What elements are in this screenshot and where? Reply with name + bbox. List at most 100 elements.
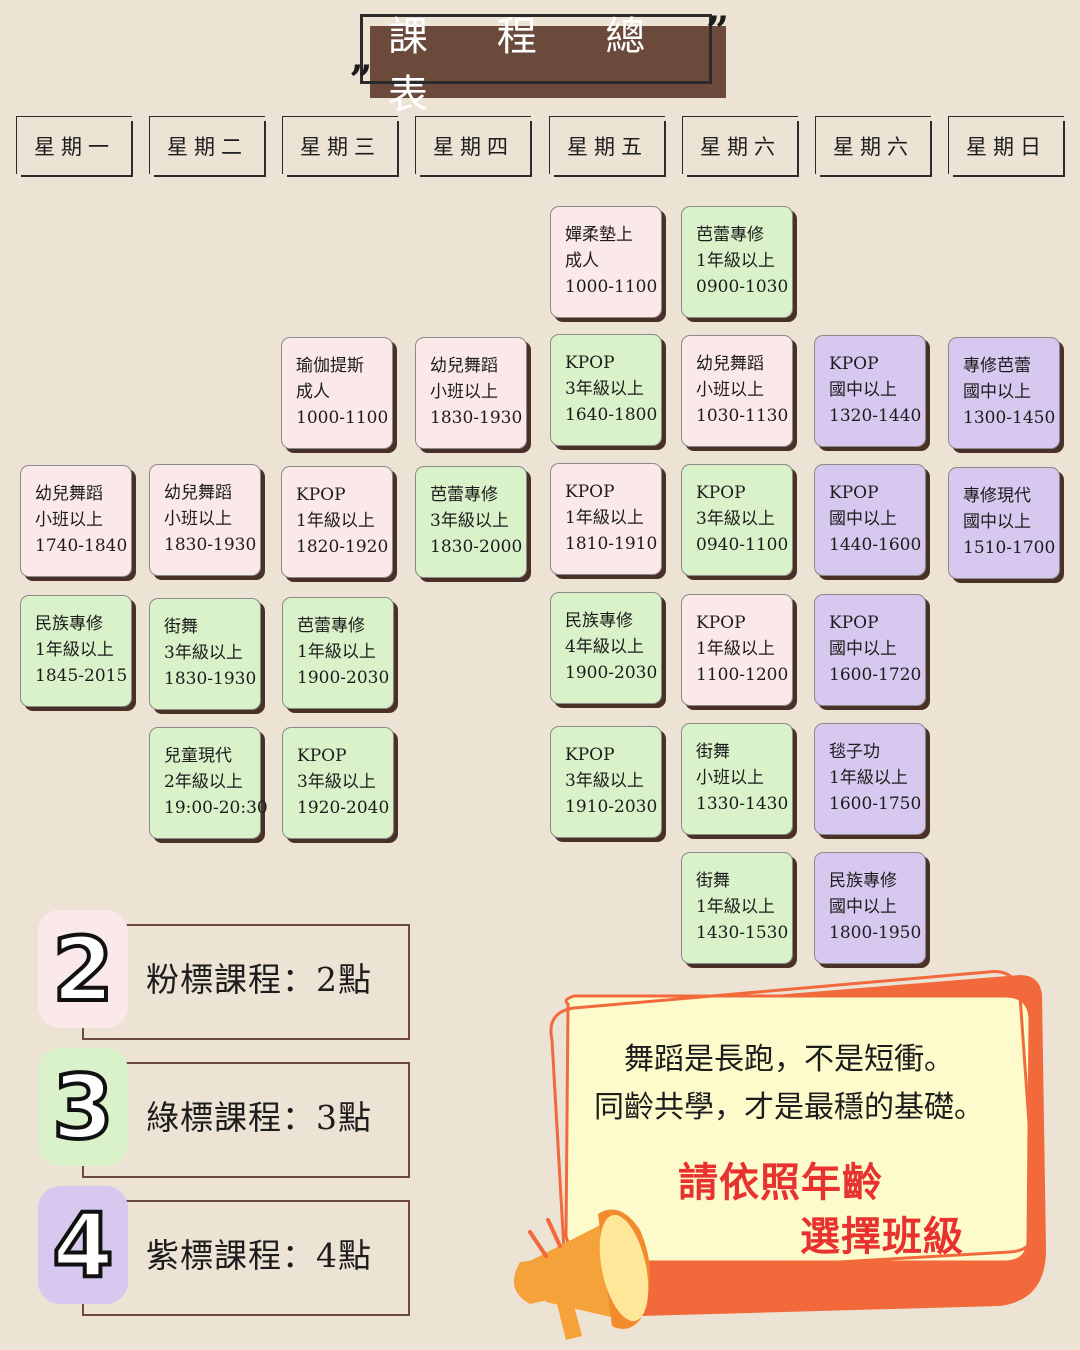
course-name: 民族專修: [565, 611, 633, 631]
course-name: KPOP: [829, 613, 879, 633]
course-time: 1440-1600: [829, 535, 922, 555]
course-card[interactable]: KPOP 國中以上 1440-1600: [814, 464, 926, 576]
course-level: 3年級以上: [565, 379, 644, 399]
course-name: 民族專修: [829, 871, 897, 891]
course-time: 1100-1200: [696, 665, 789, 685]
course-card[interactable]: 街舞 1年級以上 1430-1530: [681, 852, 793, 964]
course-time: 1800-1950: [829, 923, 922, 943]
course-name: KPOP: [696, 483, 746, 503]
course-time: 1900-2030: [297, 668, 390, 688]
course-level: 國中以上: [963, 512, 1031, 532]
course-card[interactable]: 街舞 小班以上 1330-1430: [681, 723, 793, 835]
course-name: 芭蕾專修: [430, 485, 498, 505]
course-name: KPOP: [565, 482, 615, 502]
course-level: 3年級以上: [696, 509, 775, 529]
page-title: 課 程 總 表: [388, 14, 674, 118]
course-card[interactable]: KPOP 1年級以上 1810-1910: [550, 463, 662, 575]
course-level: 1年級以上: [696, 251, 775, 271]
course-card[interactable]: 專修現代 國中以上 1510-1700: [948, 467, 1060, 579]
course-level: 國中以上: [829, 380, 897, 400]
course-card[interactable]: 民族專修 1年級以上 1845-2015: [20, 595, 132, 707]
day-header-sunday: 星期日: [948, 116, 1065, 177]
course-card[interactable]: 民族專修 4年級以上 1900-2030: [550, 592, 662, 704]
course-name: 幼兒舞蹈: [696, 354, 764, 374]
day-header-tuesday: 星期二: [149, 116, 266, 177]
course-name: KPOP: [296, 485, 346, 505]
legend-label-green: 綠標課程：3點: [146, 1098, 372, 1137]
notice-callout-1: 請依照年齡: [678, 1160, 883, 1206]
course-level: 國中以上: [829, 897, 897, 917]
course-card[interactable]: KPOP 3年級以上 1640-1800: [550, 334, 662, 446]
open-quote: „: [350, 34, 374, 81]
course-level: 1年級以上: [696, 897, 775, 917]
close-quote: ”: [706, 8, 730, 55]
course-card[interactable]: KPOP 國中以上 1600-1720: [814, 594, 926, 706]
day-header-saturday-1: 星期六: [682, 116, 799, 177]
course-level: 國中以上: [829, 639, 897, 659]
course-level: 3年級以上: [164, 643, 243, 663]
megaphone-icon: [513, 1209, 650, 1340]
number-4-icon: 4: [50, 1200, 115, 1290]
course-time: 0900-1030: [696, 277, 789, 297]
course-name: 芭蕾專修: [297, 616, 365, 636]
course-card[interactable]: KPOP 3年級以上 1920-2040: [282, 727, 394, 839]
day-header-wednesday: 星期三: [282, 116, 399, 177]
course-card[interactable]: 芭蕾專修 1年級以上 1900-2030: [282, 597, 394, 709]
course-level: 4年級以上: [565, 637, 644, 657]
course-card[interactable]: 街舞 3年級以上 1830-1930: [149, 598, 261, 710]
course-level: 3年級以上: [565, 771, 644, 791]
course-name: KPOP: [829, 483, 879, 503]
course-name: 嬋柔墊上: [565, 225, 633, 245]
course-time: 1000-1100: [565, 277, 658, 297]
course-card[interactable]: KPOP 3年級以上 1910-2030: [550, 726, 662, 838]
legend-label-pink: 粉標課程：2點: [146, 960, 372, 999]
course-name: 芭蕾專修: [696, 225, 764, 245]
course-level: 3年級以上: [297, 772, 376, 792]
course-card[interactable]: KPOP 國中以上 1320-1440: [814, 335, 926, 447]
course-time: 1845-2015: [35, 666, 128, 686]
course-time: 1900-2030: [565, 663, 658, 683]
course-card[interactable]: 幼兒舞蹈 小班以上 1830-1930: [415, 337, 527, 449]
course-level: 1年級以上: [297, 642, 376, 662]
course-card[interactable]: KPOP 3年級以上 0940-1100: [681, 464, 793, 576]
course-name: KPOP: [696, 613, 746, 633]
course-card[interactable]: 幼兒舞蹈 小班以上 1830-1930: [149, 464, 261, 576]
course-card[interactable]: 幼兒舞蹈 小班以上 1030-1130: [681, 335, 793, 447]
course-card[interactable]: 幼兒舞蹈 小班以上 1740-1840: [20, 465, 132, 577]
course-card[interactable]: 瑜伽提斯 成人 1000-1100: [281, 337, 393, 449]
course-card[interactable]: 民族專修 國中以上 1800-1950: [814, 852, 926, 964]
course-name: KPOP: [565, 353, 615, 373]
day-header-friday: 星期五: [549, 116, 666, 177]
course-level: 1年級以上: [35, 640, 114, 660]
svg-text:2: 2: [52, 924, 113, 1014]
course-time: 1640-1800: [565, 405, 658, 425]
course-time: 1740-1840: [35, 536, 128, 556]
legend-label-purple: 紫標課程：4點: [146, 1236, 372, 1275]
course-time: 1430-1530: [696, 923, 789, 943]
svg-text:3: 3: [52, 1062, 113, 1152]
course-time: 1830-2000: [430, 537, 523, 557]
course-card[interactable]: 兒童現代 2年級以上 19:00-20:30: [149, 727, 268, 839]
notice-line-2: 同齡共學，才是最穩的基礎。: [594, 1090, 984, 1125]
course-name: 專修現代: [963, 486, 1031, 506]
number-2-icon: 2: [50, 924, 115, 1014]
course-card[interactable]: 芭蕾專修 1年級以上 0900-1030: [681, 206, 793, 318]
course-card[interactable]: KPOP 1年級以上 1100-1200: [681, 594, 793, 706]
day-header-thursday: 星期四: [415, 116, 532, 177]
course-card[interactable]: 芭蕾專修 3年級以上 1830-2000: [415, 466, 527, 578]
course-time: 1600-1750: [829, 794, 922, 814]
course-level: 成人: [565, 251, 599, 271]
course-time: 1830-1930: [164, 669, 257, 689]
course-card[interactable]: KPOP 1年級以上 1820-1920: [281, 466, 393, 578]
course-card[interactable]: 毯子功 1年級以上 1600-1750: [814, 723, 926, 835]
course-time: 19:00-20:30: [164, 798, 268, 818]
course-name: KPOP: [297, 746, 347, 766]
course-card[interactable]: 嬋柔墊上 成人 1000-1100: [550, 206, 662, 318]
course-name: 幼兒舞蹈: [430, 356, 498, 376]
course-level: 3年級以上: [430, 511, 509, 531]
course-level: 1年級以上: [565, 508, 644, 528]
course-card[interactable]: 專修芭蕾 國中以上 1300-1450: [948, 337, 1060, 449]
course-name: KPOP: [829, 354, 879, 374]
svg-text:4: 4: [52, 1200, 113, 1290]
day-header-saturday-2: 星期六: [815, 116, 932, 177]
